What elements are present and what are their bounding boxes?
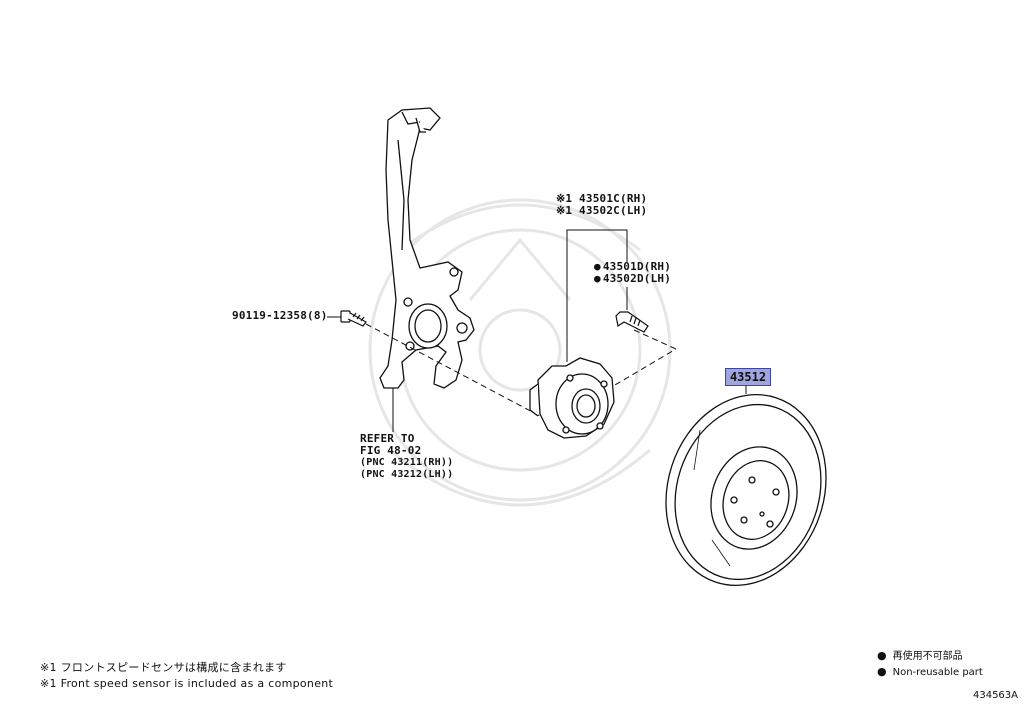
refer-line-1: REFER TO <box>360 432 415 445</box>
legend-japanese-text: 再使用不可部品 <box>892 651 963 662</box>
filled-circle-icon: ● <box>877 649 887 662</box>
illustration-number: 434563A <box>972 690 1018 701</box>
bolt-part-label[interactable]: 90119-12358(8) <box>232 309 328 322</box>
filled-circle-icon: ● <box>877 665 887 678</box>
watermark-emblem <box>368 198 672 507</box>
legend-japanese: ● 再使用不可部品 <box>877 649 963 663</box>
legend-english-text: Non-reusable part <box>892 667 983 678</box>
stud-part-label-rh[interactable]: 43501D(RH) <box>594 261 671 273</box>
refer-line-4: (PNC 43212(LH)) <box>360 469 454 480</box>
hub-stud <box>615 311 649 333</box>
stud-part-label-lh[interactable]: 43502D(LH) <box>594 273 671 285</box>
footnote-english: ※1 Front speed sensor is included as a c… <box>40 677 334 690</box>
hub-part-label-rh[interactable]: ※1 43501C(RH) <box>556 192 648 205</box>
leader-lines <box>327 229 747 432</box>
steering-knuckle <box>379 107 475 389</box>
rotor-part-label-highlighted[interactable]: 43512 <box>725 368 771 386</box>
hub-part-label-lh[interactable]: ※1 43502C(LH) <box>556 204 648 217</box>
refer-line-2[interactable]: FIG 48-02 <box>360 444 422 457</box>
legend-english: ● Non-reusable part <box>877 665 983 679</box>
footnote-japanese: ※1 フロントスピードセンサは構成に含まれます <box>40 661 287 674</box>
knuckle-bolt <box>340 310 367 327</box>
hub-bearing <box>529 357 615 439</box>
refer-line-3: (PNC 43211(RH)) <box>360 457 454 468</box>
brake-rotor <box>665 394 827 586</box>
